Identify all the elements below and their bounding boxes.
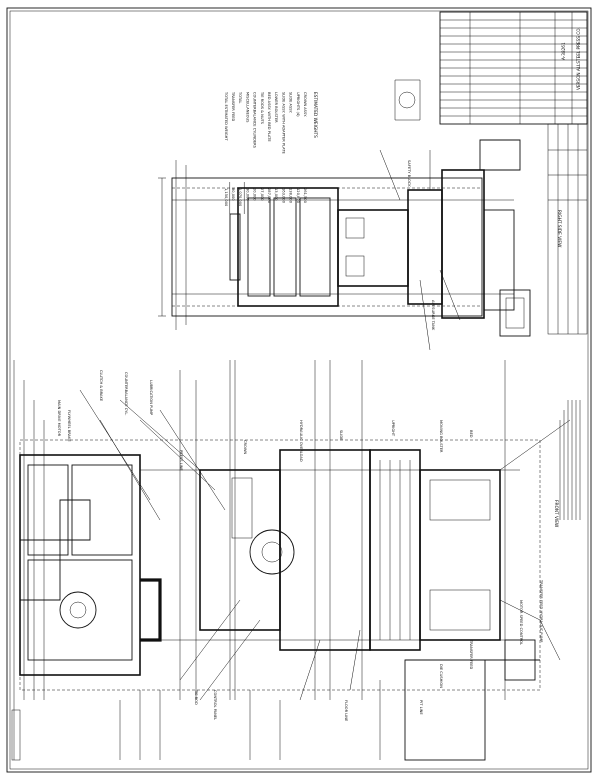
weight-row-label: CROWN ASSY. [303, 92, 307, 117]
right-side-view: SAFETY BLOCK AIR SURGE TANK RIGHT SIDE V… [158, 79, 562, 351]
weight-row-value: 120,800 [296, 188, 300, 204]
label-main-drive: MAIN DRIVE MOTOR [57, 400, 61, 437]
sheet-inner-border [9, 10, 589, 770]
label-front-view: FRONT VIEW [553, 500, 559, 528]
weight-row-label: COUNTERBALANCE CYLINDERS [253, 92, 257, 149]
weights-title: ESTIMATED WEIGHTS [312, 92, 318, 138]
label-air-tank: AIR SURGE TANK [431, 300, 435, 331]
label-motor-speed: MOTOR SPEED CONTROL [519, 600, 523, 645]
weight-row-label: TOTAL ESTIMATED WEIGHT [224, 91, 228, 141]
weight-row-label: TOTAL [238, 91, 242, 103]
label-counterbalance: COUNTERBALANCE CYL. [124, 372, 128, 415]
weight-row-value: 13,000 [274, 188, 278, 201]
label-bolster: MOVING BOLSTER [439, 420, 443, 453]
label-safety-block: SAFETY BLOCK [407, 160, 411, 187]
weight-row-value: 287,000 [267, 188, 271, 204]
weight-row-label: LOWER BOLSTER [274, 92, 278, 123]
title-block: VERSON ALLSTEEL PRESS CO. A-38261 [439, 11, 588, 125]
left-callout-column [13, 360, 91, 760]
label-floor-line: FLOOR LINE [344, 700, 348, 722]
label-press-line: PRESS LINE [179, 450, 183, 471]
label-crown: CROWN [243, 440, 247, 454]
weight-row-label: TIE RODS & NUTS [260, 91, 264, 125]
weights-rows: CROWN ASSY. 261,500 UPRIGHTS (4) 120,800 SLI… [224, 91, 307, 214]
label-upright: UPRIGHT [391, 420, 395, 437]
weight-row-label: TRANSFER FEED [231, 91, 235, 122]
sheet-border [6, 7, 592, 773]
weight-row-value: 1,070,000 [238, 188, 242, 207]
weight-row-label: MISCELLANEOUS [245, 92, 249, 123]
weight-row-value: 80,000 [231, 188, 235, 201]
label-control-panel: CONTROL PANEL [213, 690, 217, 720]
label-slide: SLIDE [339, 430, 343, 441]
label-die-cushion: DIE CUSHION [439, 664, 443, 688]
label-lube: LUBRICATION PUMP [149, 380, 153, 416]
weight-row-label: UPRIGHTS (4) [296, 92, 300, 117]
front-view: FRONT VIEW MAIN DRIVE MOTOR FLYWHEEL BRA… [11, 360, 571, 761]
weight-row-label: SLIDE ASSY. WITH ADAPTER PLATE [281, 92, 285, 154]
bottom-callouts [119, 680, 381, 760]
weight-row-value: 261,500 [303, 188, 307, 204]
weight-row-value: 27,000 [260, 188, 264, 201]
label-clutch: CLUTCH & BRAKE [99, 370, 103, 402]
label-transfer-feed: TRANSFER FEED [469, 639, 473, 670]
weight-row-value: 20,000 [253, 188, 257, 201]
label-bed: BED [469, 430, 473, 438]
weights-table: ESTIMATED WEIGHTS CROWN ASSY. 261,500 UPRI… [224, 91, 318, 214]
label-right-side-view: RIGHT SIDE VIEW [556, 210, 562, 248]
general-notes [559, 400, 581, 520]
weight-row-value: 138,000 [289, 188, 293, 204]
label-hyd-overload: HYDRAULIC OVERLOAD [299, 420, 303, 462]
weight-row-value: 163,000 [281, 188, 285, 204]
label-tie-rod: TIE ROD [194, 689, 198, 705]
title-company: VERSON ALLSTEEL PRESS CO. [576, 27, 581, 90]
label-transfer-pump: TRANSFER FEED HYDRAULIC PUMP [539, 579, 543, 643]
revision-block [547, 123, 588, 335]
label-flywheel: FLYWHEEL BRAKE [67, 410, 71, 442]
weight-row-value: 30,000 [245, 188, 249, 201]
title-drawing-no: A-38261 [561, 42, 566, 60]
weight-row-label: SLIDE ASSY. [289, 92, 293, 114]
label-pit-line: PIT LINE [419, 700, 423, 715]
weight-row-label: BED ASSY. WITH BED PLATE [267, 92, 271, 142]
weight-row-value: 1,150,000 [224, 188, 228, 207]
